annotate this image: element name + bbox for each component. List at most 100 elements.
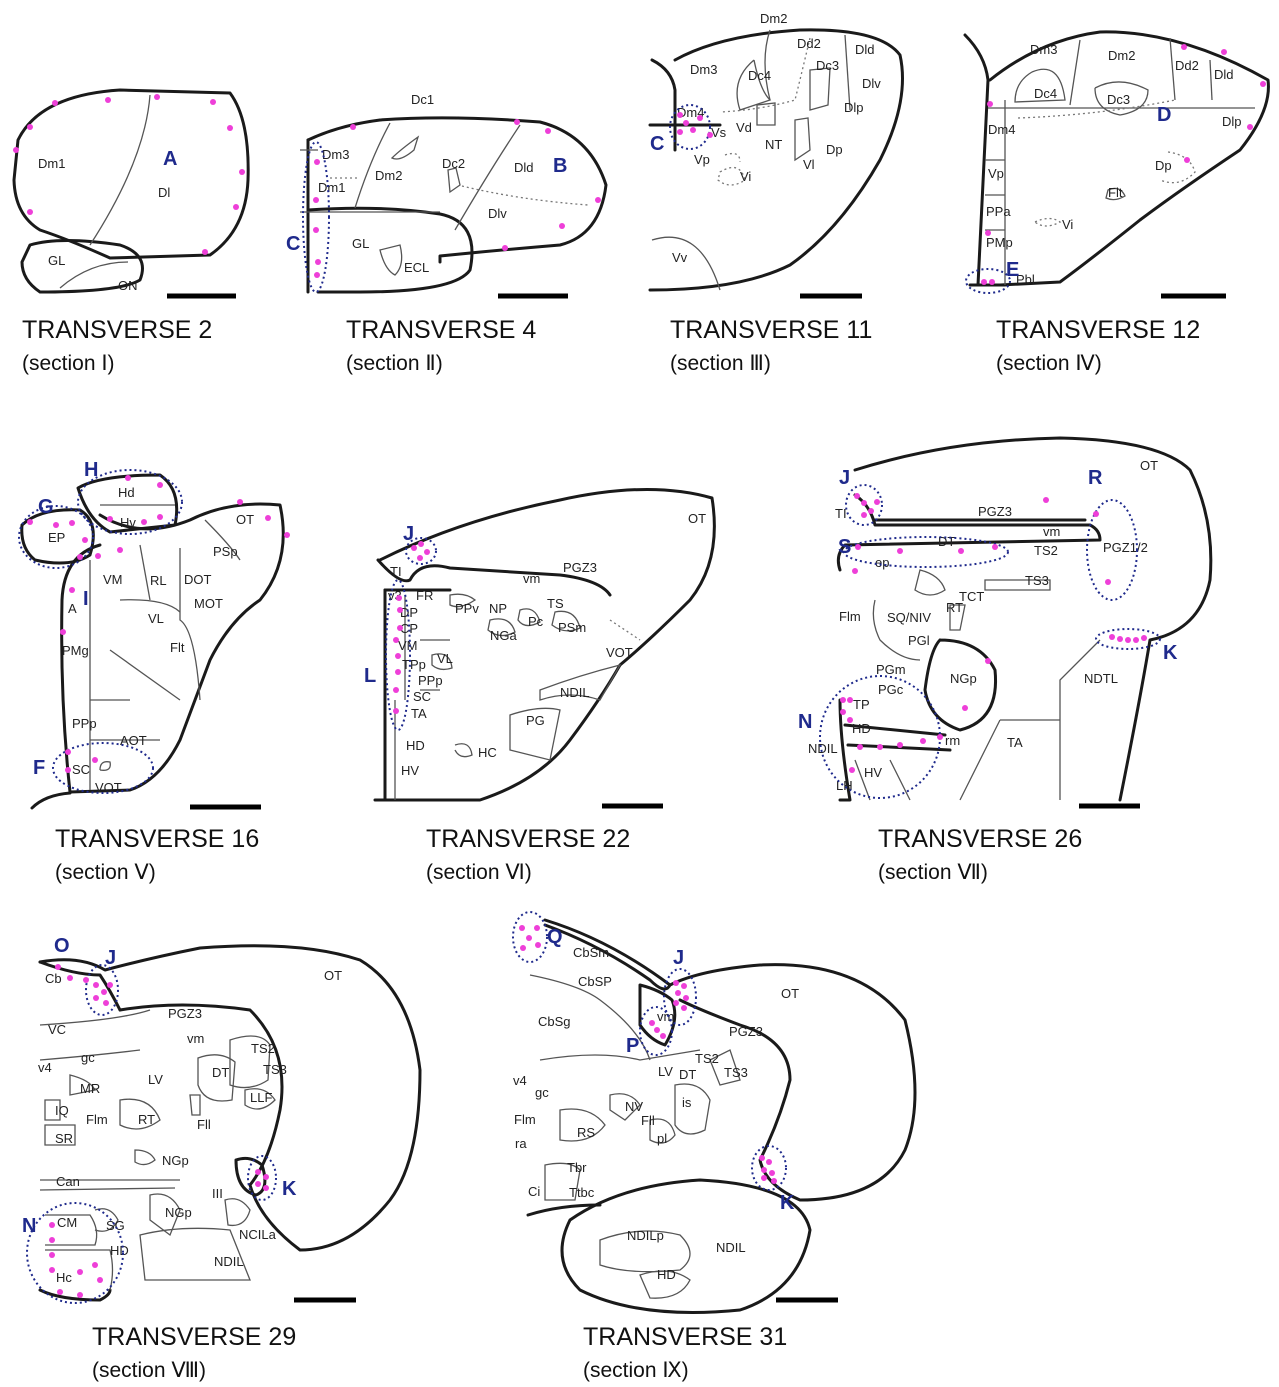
section-outline [308, 208, 472, 292]
region-label: Vp [694, 152, 710, 167]
region-label: LLF [250, 1090, 272, 1105]
region-label: ra [515, 1136, 527, 1151]
panel-section: (section Ⅷ) [92, 1359, 206, 1382]
region-label: PGZ3 [729, 1024, 763, 1039]
region-label: gc [81, 1050, 95, 1065]
region-label: PGm [876, 662, 906, 677]
panel-section: (section Ⅸ) [583, 1359, 689, 1382]
region-label: NDIL [560, 685, 590, 700]
section-outline [545, 920, 915, 1200]
area-letter: B [553, 155, 567, 177]
region-label: MR [80, 1081, 100, 1096]
region-label: NP [489, 601, 507, 616]
region-label: Dp [826, 142, 843, 157]
region-label: OT [688, 511, 706, 526]
region-label: NT [765, 137, 782, 152]
region-label: Dld [514, 160, 534, 175]
region-label: PSm [558, 620, 586, 635]
area-letter: F [33, 757, 45, 779]
region-label: vm [187, 1031, 204, 1046]
region-label: Dc1 [411, 92, 434, 107]
panel-title: TRANSVERSE 2 [22, 316, 212, 344]
region-label: HC [478, 745, 497, 760]
region-label: ECL [404, 260, 429, 275]
region-label: Dc2 [442, 156, 465, 171]
region-label: Flm [514, 1112, 536, 1127]
region-label: Dd2 [797, 36, 821, 51]
region-label: TS2 [695, 1051, 719, 1066]
region-label: Dm1 [318, 180, 345, 195]
panel-transverse-2: Dm1 Dl GL ON A TRANSVERSE 2 (section Ⅰ) [13, 90, 248, 375]
region-label: Vl [803, 157, 815, 172]
region-label: VM [398, 638, 418, 653]
region-label: PMg [62, 643, 89, 658]
region-label: Dm2 [375, 168, 402, 183]
panel-transverse-12: Dm3 Dm2 Dd2 Dld Dc4 Dc3 Dm4 Dlp Dp Vp Fl… [965, 32, 1268, 375]
region-label: rm [945, 733, 960, 748]
region-label: NGp [165, 1205, 192, 1220]
region-label: Tbr [567, 1160, 587, 1175]
region-label: NDILp [627, 1228, 664, 1243]
region-label: VM [103, 572, 123, 587]
region-label: NDIL [808, 741, 838, 756]
region-label: HD [852, 721, 871, 736]
region-label: CbSm [573, 945, 609, 960]
region-label: TA [1007, 735, 1023, 750]
region-label: PPa [986, 204, 1011, 219]
area-letter: P [626, 1035, 639, 1057]
area-letter: C [286, 233, 300, 255]
region-label: HV [401, 763, 419, 778]
region-label: DT [212, 1065, 229, 1080]
area-letter: C [650, 133, 664, 155]
panel-section: (section Ⅶ) [878, 861, 988, 884]
region-label: NGp [950, 671, 977, 686]
region-label: VL [148, 611, 164, 626]
region-label: Vs [711, 125, 727, 140]
panel-title: TRANSVERSE 16 [55, 825, 259, 853]
panel-section: (section Ⅲ) [670, 352, 771, 375]
region-label: Ttbc [569, 1185, 595, 1200]
region-label: TS3 [1025, 573, 1049, 588]
region-label: CbSg [538, 1014, 571, 1029]
area-letter: O [54, 935, 70, 957]
region-label: OT [1140, 458, 1158, 473]
region-label: RS [577, 1125, 595, 1140]
region-label: v4 [38, 1060, 52, 1075]
region-label: PGl [908, 633, 930, 648]
region-label: TS2 [1034, 543, 1058, 558]
region-label: CM [57, 1215, 77, 1230]
area-letter: I [83, 588, 89, 610]
region-label: TI [390, 564, 402, 579]
region-label: NDIL [716, 1240, 746, 1255]
region-label: HD [657, 1267, 676, 1282]
region-label: Hd [118, 485, 135, 500]
region-label: NCILa [239, 1227, 277, 1242]
panel-title: TRANSVERSE 26 [878, 825, 1082, 853]
region-label: DP [400, 605, 418, 620]
region-label: ep [875, 555, 889, 570]
area-letter: J [839, 467, 850, 489]
region-label: PGZ3 [563, 560, 597, 575]
region-label: Dld [855, 42, 875, 57]
region-label: gc [535, 1085, 549, 1100]
region-label: DT [679, 1067, 696, 1082]
region-label: PPv [455, 601, 479, 616]
panel-title: TRANSVERSE 31 [583, 1323, 787, 1351]
area-letter: K [780, 1192, 795, 1214]
region-label: pl [657, 1131, 667, 1146]
panel-title: TRANSVERSE 22 [426, 825, 630, 853]
region-label: Dc3 [1107, 92, 1130, 107]
area-letter: Q [547, 926, 563, 948]
region-label: GL [352, 236, 369, 251]
region-label: Dm3 [690, 62, 717, 77]
region-label: OT [781, 986, 799, 1001]
region-label: Dm3 [322, 147, 349, 162]
region-label: CbSP [578, 974, 612, 989]
panel-title: TRANSVERSE 4 [346, 316, 536, 344]
panel-title: TRANSVERSE 29 [92, 1323, 296, 1351]
panel-title: TRANSVERSE 11 [670, 316, 872, 344]
region-label: PPp [72, 716, 97, 731]
region-label: Vi [1062, 217, 1073, 232]
region-label: Pc [528, 614, 544, 629]
